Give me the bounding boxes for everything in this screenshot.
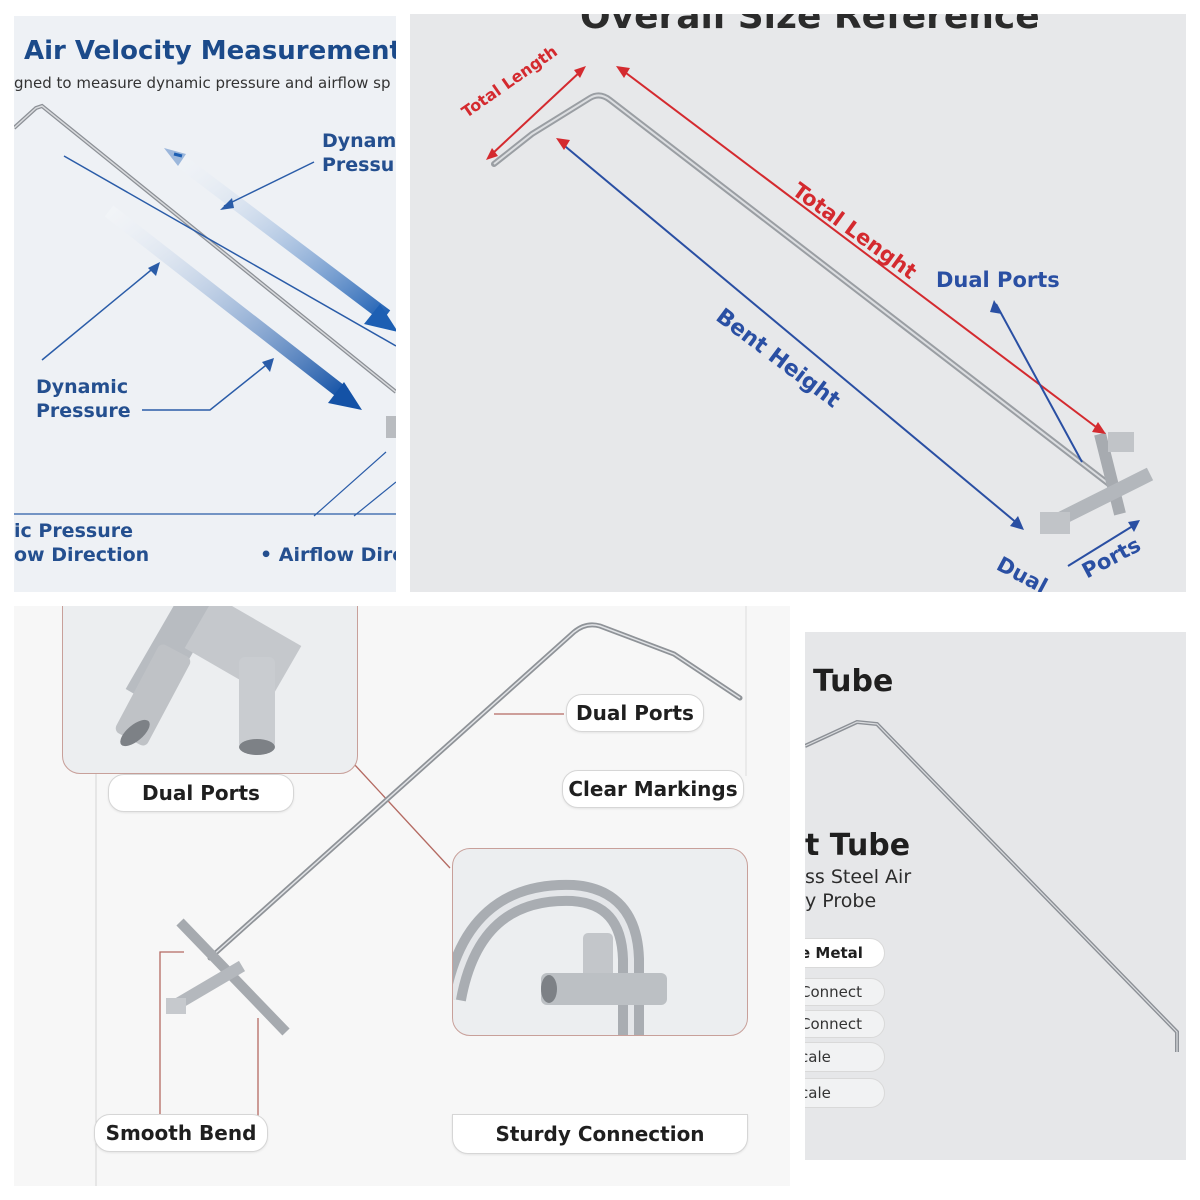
feature-pill-3: Connect <box>805 1010 885 1038</box>
dynamic-pressure-label-left-2: Pressure <box>36 400 131 422</box>
clear-markings-label: Clear Markings <box>562 770 744 808</box>
page-title: Air Velocity Measurement <box>24 36 396 66</box>
feature-pill-5: cale <box>805 1078 885 1108</box>
air-velocity-panel: Air Velocity Measurement gned to measure… <box>14 16 396 592</box>
dynamic-pressure-label-left-1: Dynamic <box>36 376 129 398</box>
subtitle: gned to measure dynamic pressure and air… <box>14 74 391 92</box>
size-reference-illustration <box>486 66 1154 567</box>
smooth-bend-label: Smooth Bend <box>94 1114 268 1152</box>
sturdy-connection-label: Sturdy Connection <box>452 1114 748 1154</box>
probe-tip <box>386 416 396 438</box>
pitot-tube-illustration <box>805 719 1179 1052</box>
dual-ports-label: Dual Ports <box>566 694 704 732</box>
pitot-tube-panel: Tube t Tube ss Steel Air y Probe e Metal… <box>805 632 1186 1160</box>
airflow-direction-label: • Airflow Dire <box>260 544 396 566</box>
feature-illustration <box>95 606 747 1186</box>
airflow-arrow <box>169 150 391 322</box>
feature-pill-2: Connect <box>805 978 885 1006</box>
pitot-desc-2: y Probe <box>805 890 877 912</box>
dual-ports-label: Dual Ports <box>936 268 1060 292</box>
feature-pill-4: cale <box>805 1042 885 1072</box>
sturdy-connection-inset <box>452 848 748 1036</box>
t-fitting <box>166 918 290 1036</box>
t-fitting <box>1040 432 1154 534</box>
feature-callouts-panel: Dual Ports Dual Ports Clear Markings Stu… <box>14 606 790 1186</box>
bottom-label-2: ow Direction <box>14 544 150 566</box>
pitot-desc-1: ss Steel Air <box>805 866 912 888</box>
dual-ports-inset-label: Dual Ports <box>108 774 294 812</box>
airflow-arrow <box>104 205 349 400</box>
bottom-label-1: ic Pressure <box>14 520 133 542</box>
size-reference-panel: Overall Size Reference Total Length Tota… <box>410 14 1186 592</box>
feature-pill-1: e Metal <box>805 938 885 968</box>
dynamic-pressure-label-top-1: Dynam <box>322 130 396 152</box>
pitot-title: t Tube <box>805 828 911 863</box>
air-velocity-illustration <box>14 103 396 517</box>
dynamic-pressure-label-top-2: Pressu <box>322 154 395 176</box>
pitot-title-top: Tube <box>813 664 894 699</box>
dual-ports-inset <box>62 606 358 774</box>
size-reference-header: Overall Size Reference <box>580 14 1040 37</box>
